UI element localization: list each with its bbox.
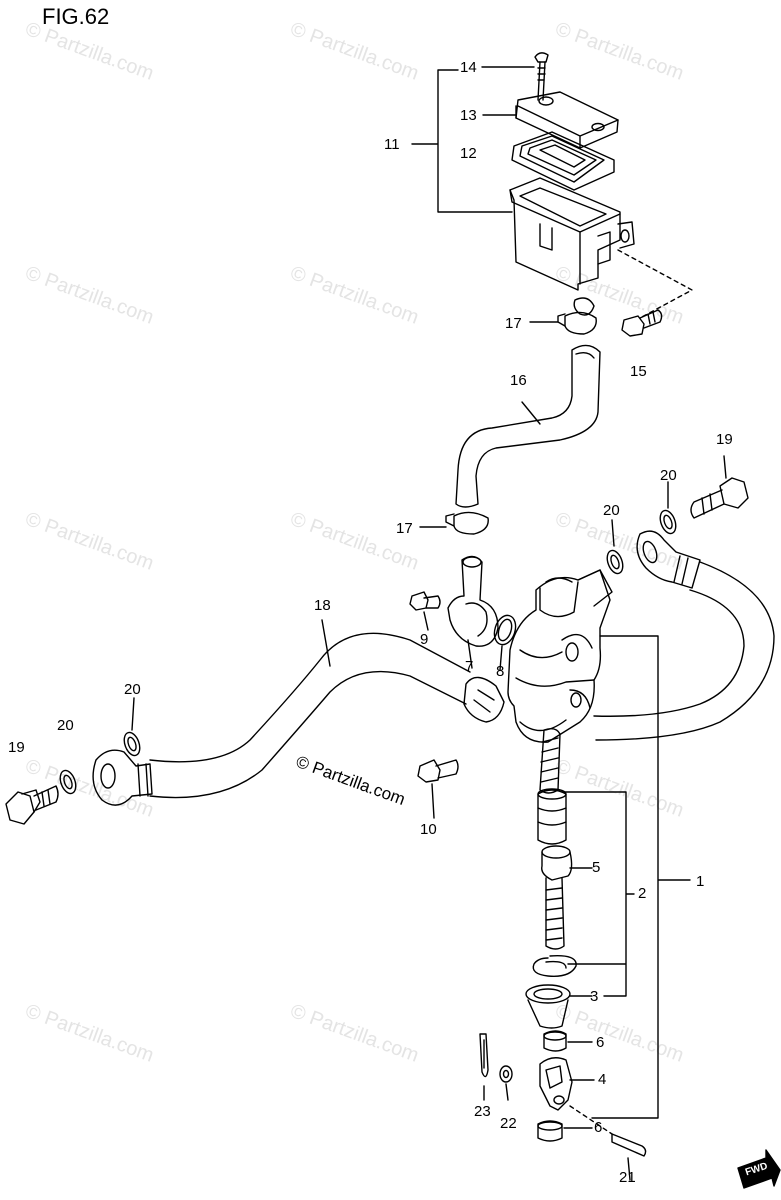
- callout-1: 1: [696, 873, 705, 890]
- callout-7: 7: [465, 658, 474, 675]
- callout-11: 11: [384, 136, 400, 153]
- fwd-arrow-icon: [737, 1149, 781, 1189]
- callout-5: 5: [592, 859, 601, 876]
- callout-16: 16: [510, 372, 527, 389]
- callout-22: 22: [500, 1115, 517, 1132]
- screw-9: [409, 591, 441, 631]
- callout-23: 23: [474, 1103, 491, 1120]
- callout-14: 14: [460, 59, 477, 76]
- callout-20-left-a: 20: [124, 681, 141, 698]
- callout-17-top: 17: [505, 315, 522, 332]
- dash-reservoir-bolt: [617, 249, 693, 319]
- bolt-15: [621, 309, 663, 337]
- callout-20-right-b: 20: [660, 467, 677, 484]
- circlip: [532, 955, 577, 977]
- boot-3: [525, 984, 593, 1029]
- cotter-pin-23: [479, 1033, 489, 1101]
- banjo-bolt-19-right: [690, 455, 749, 519]
- hose-16: [455, 344, 601, 508]
- reservoir-screw-14: [534, 52, 549, 101]
- clamp-17-top: [529, 311, 597, 335]
- callout-6-bottom: 6: [594, 1119, 603, 1136]
- callout-12: 12: [460, 145, 477, 162]
- nut-6-bottom: [537, 1120, 593, 1142]
- piston-cup: [537, 788, 567, 845]
- callout-4: 4: [598, 1071, 607, 1088]
- callout-18: 18: [314, 597, 331, 614]
- hose-right: [593, 530, 775, 741]
- callout-21: 21: [619, 1169, 636, 1186]
- o-ring-8: [493, 614, 517, 671]
- washer-20-right-a: [606, 519, 624, 575]
- clevis-pin-21: [569, 1105, 647, 1181]
- callout-20-right-a: 20: [603, 502, 620, 519]
- washer-20-right-b: [659, 481, 677, 535]
- callout-19-left: 19: [8, 739, 25, 756]
- washer-22: [499, 1065, 513, 1101]
- piston-5: [541, 845, 593, 950]
- callout-6-top: 6: [596, 1034, 605, 1051]
- callout-9: 9: [420, 631, 429, 648]
- clamp-17-lower: [419, 511, 489, 535]
- callout-17-lower: 17: [396, 520, 413, 537]
- piston-spring: [539, 727, 561, 794]
- nut-6-top: [543, 1030, 593, 1052]
- reservoir-diaphragm-12: [511, 131, 615, 191]
- reservoir-cap-13: [515, 91, 619, 149]
- callout-10: 10: [420, 821, 437, 838]
- callout-3: 3: [590, 988, 599, 1005]
- bracket-1: [591, 635, 691, 1119]
- screw-10: [417, 759, 459, 819]
- callout-15: 15: [630, 363, 647, 380]
- clevis-4: [539, 1057, 595, 1111]
- callout-8: 8: [496, 663, 505, 680]
- banjo-bolt-19-left: [5, 785, 59, 825]
- master-cylinder-body: [507, 569, 613, 743]
- callout-20-left-b: 20: [57, 717, 74, 734]
- callout-19-right: 19: [716, 431, 733, 448]
- union-fitting-7: [447, 555, 499, 669]
- reservoir-body: [509, 177, 635, 316]
- bracket-2: [561, 791, 635, 997]
- figure-title: FIG.62: [42, 4, 110, 29]
- bracket-11: [411, 69, 513, 213]
- callout-13: 13: [460, 107, 477, 124]
- washer-20-left-a: [123, 697, 141, 757]
- hose-18: [92, 619, 505, 806]
- callout-2: 2: [638, 885, 647, 902]
- washer-20-left-b: [59, 769, 77, 795]
